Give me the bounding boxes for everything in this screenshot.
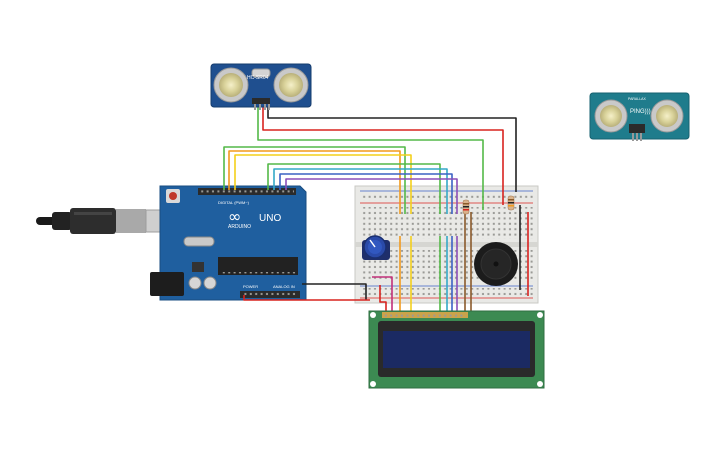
digital-label: DIGITAL (PWM~) (218, 200, 250, 205)
wire-red-2 (243, 295, 370, 301)
wire-red-3 (379, 285, 387, 314)
ping-label: PING))) (630, 109, 651, 115)
microcontroller-chip (218, 257, 298, 275)
resistor-1[interactable] (462, 199, 470, 215)
wire-blue (279, 173, 453, 214)
ultrasonic-sensor-hcsr04[interactable]: HC-SR04 (210, 63, 312, 110)
analog-label: ANALOG IN (273, 284, 295, 289)
wire-purple (285, 178, 458, 214)
wire-red (262, 104, 504, 205)
power-label: POWER (243, 284, 258, 289)
lcd-screen (383, 331, 530, 368)
arduino-label: ARDUINO (228, 224, 251, 230)
wire-green-3 (267, 163, 441, 214)
wire-green (257, 104, 484, 210)
usb-cable (36, 208, 175, 234)
wire-yellow (234, 154, 412, 214)
wire-black-2 (302, 283, 367, 300)
svg-text:∞: ∞ (228, 207, 241, 226)
wires (223, 104, 529, 314)
resistor-2[interactable] (507, 195, 515, 211)
lcd-display[interactable] (368, 310, 545, 389)
wire-green-2 (223, 146, 406, 214)
wire-orange (228, 150, 401, 214)
arduino-logo: ∞ UNO ARDUINO (228, 207, 281, 230)
power-jack (150, 272, 184, 296)
parallax-label: PARALLAX (628, 97, 646, 101)
wire-black (267, 104, 517, 192)
sensor-label: HC-SR04 (247, 75, 269, 81)
wire-magenta (372, 276, 393, 314)
reset-button[interactable] (169, 192, 177, 200)
arduino-board[interactable]: DIGITAL (PWM~) ∞ UNO ARDUINO POWER ANALO… (150, 185, 307, 301)
ultrasonic-sensor-ping[interactable]: PARALLAX PING))) (589, 92, 690, 141)
uno-label: UNO (259, 213, 281, 224)
piezo-buzzer[interactable] (474, 242, 518, 286)
potentiometer[interactable] (362, 235, 390, 260)
wire-teal (273, 168, 448, 214)
